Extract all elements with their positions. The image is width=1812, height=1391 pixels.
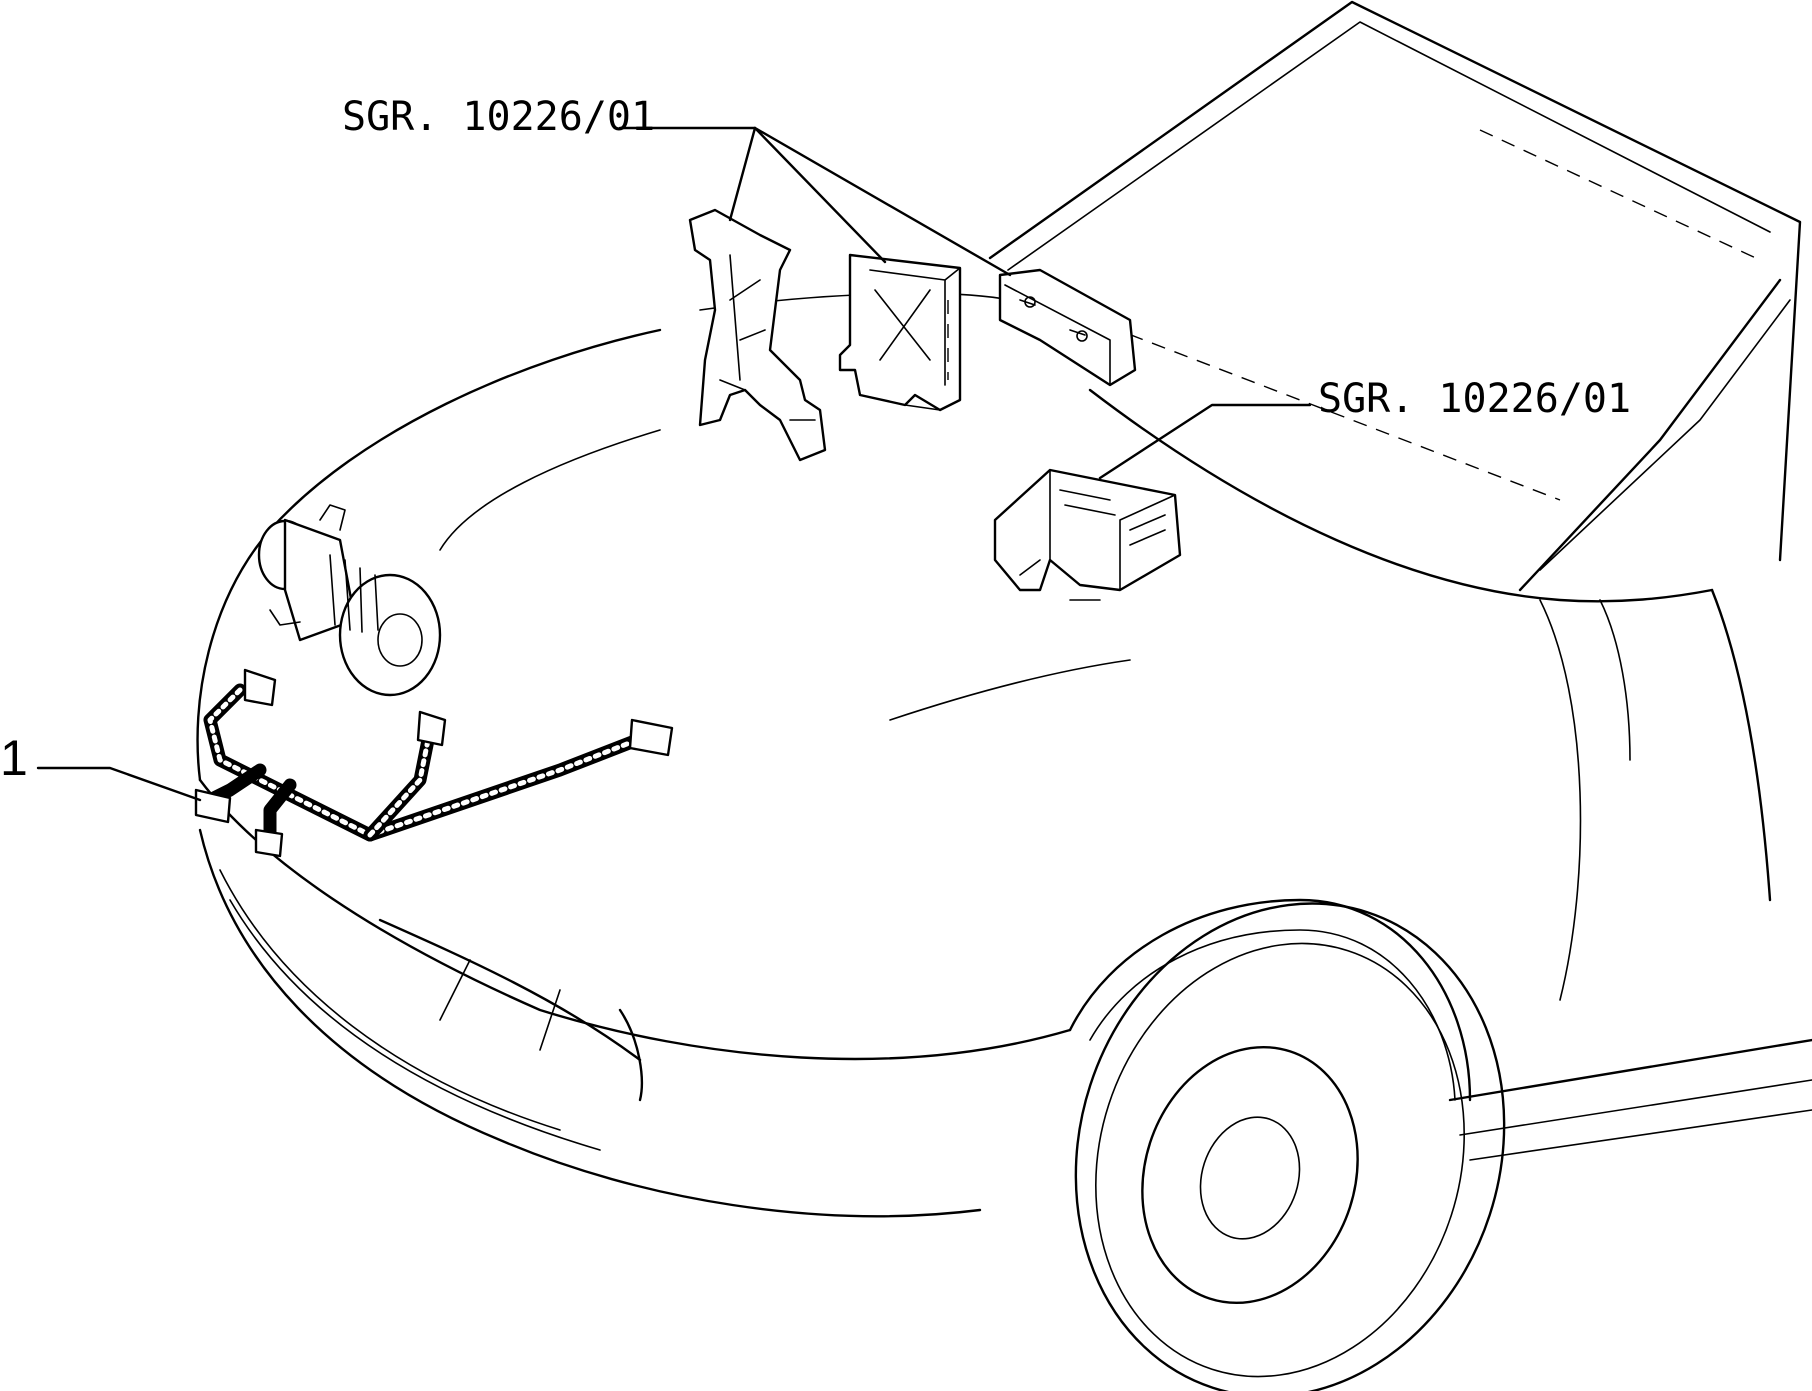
alternator (257, 504, 442, 697)
car-body-outline (196, 0, 1812, 1218)
leader-lines (36, 126, 1312, 802)
mounting-bracket (688, 208, 827, 462)
relay-module (993, 468, 1182, 601)
reference-number-harness: 1 (0, 730, 28, 786)
unit-cover (998, 268, 1137, 387)
control-unit (838, 253, 962, 412)
wiring-harness (194, 668, 674, 858)
callout-label-lower: SGR. 10226/01 (1318, 376, 1631, 422)
callout-label-upper: SGR. 10226/01 (342, 94, 655, 140)
front-wheel (1074, 902, 1506, 1391)
